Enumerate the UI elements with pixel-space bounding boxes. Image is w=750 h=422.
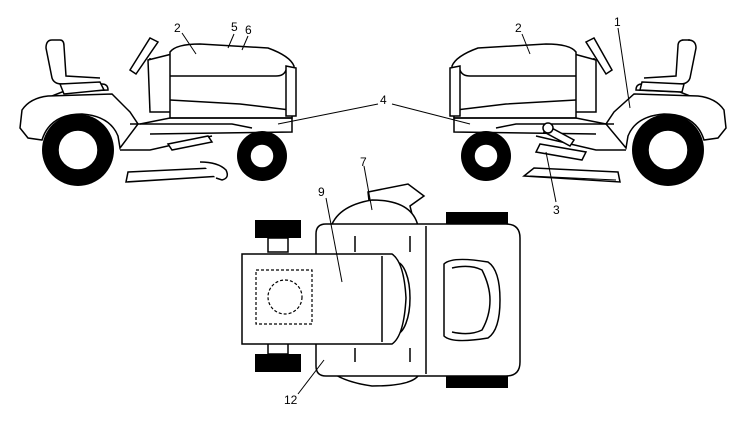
grille-left	[285, 65, 297, 117]
seat-cushion-left	[58, 81, 106, 95]
leader-lines	[181, 27, 631, 395]
deck-chute-left	[199, 161, 229, 181]
callout-7: 7	[360, 155, 367, 169]
rear-platform-top	[241, 253, 407, 345]
callout-12: 12	[284, 393, 298, 407]
callout-2-right: 2	[515, 21, 522, 35]
mower-deck-right	[522, 167, 621, 183]
hood-right	[451, 43, 577, 119]
decal-location-box	[255, 269, 313, 325]
rear-wheel-top-lower	[255, 354, 301, 372]
seat-left	[45, 39, 109, 97]
tractor-left-side-view	[19, 37, 297, 186]
callout-6: 6	[245, 23, 252, 37]
callout-9: 9	[318, 185, 325, 199]
rear-wheel-top-upper	[255, 220, 301, 238]
callout-2-left: 2	[174, 21, 181, 35]
rear-fender-left	[19, 93, 139, 150]
rear-fender-right	[605, 93, 727, 150]
callout-5: 5	[231, 20, 238, 34]
hood-left	[169, 43, 295, 119]
seat-cushion-right	[639, 81, 685, 93]
front-wheel-top-upper	[446, 212, 508, 224]
dash-panel-left	[147, 53, 173, 113]
front-wheel-top-lower	[446, 376, 508, 388]
dash-panel-right	[573, 53, 597, 113]
deck-bracket-right	[534, 143, 588, 161]
callout-1: 1	[614, 15, 621, 29]
lift-lever-left	[166, 135, 214, 151]
hood-top	[443, 258, 501, 342]
callout-4: 4	[380, 93, 387, 107]
steering-wheel-left	[128, 37, 160, 76]
callout-numbers: 2 5 6 2 1 4 3 7 9 12	[174, 15, 621, 407]
tractor-right-side-view	[449, 37, 727, 186]
callout-3: 3	[553, 203, 560, 217]
steering-wheel-right	[584, 37, 613, 76]
tractor-top-view	[241, 183, 521, 388]
grille-right	[449, 65, 461, 117]
mower-deck-left	[125, 167, 224, 183]
